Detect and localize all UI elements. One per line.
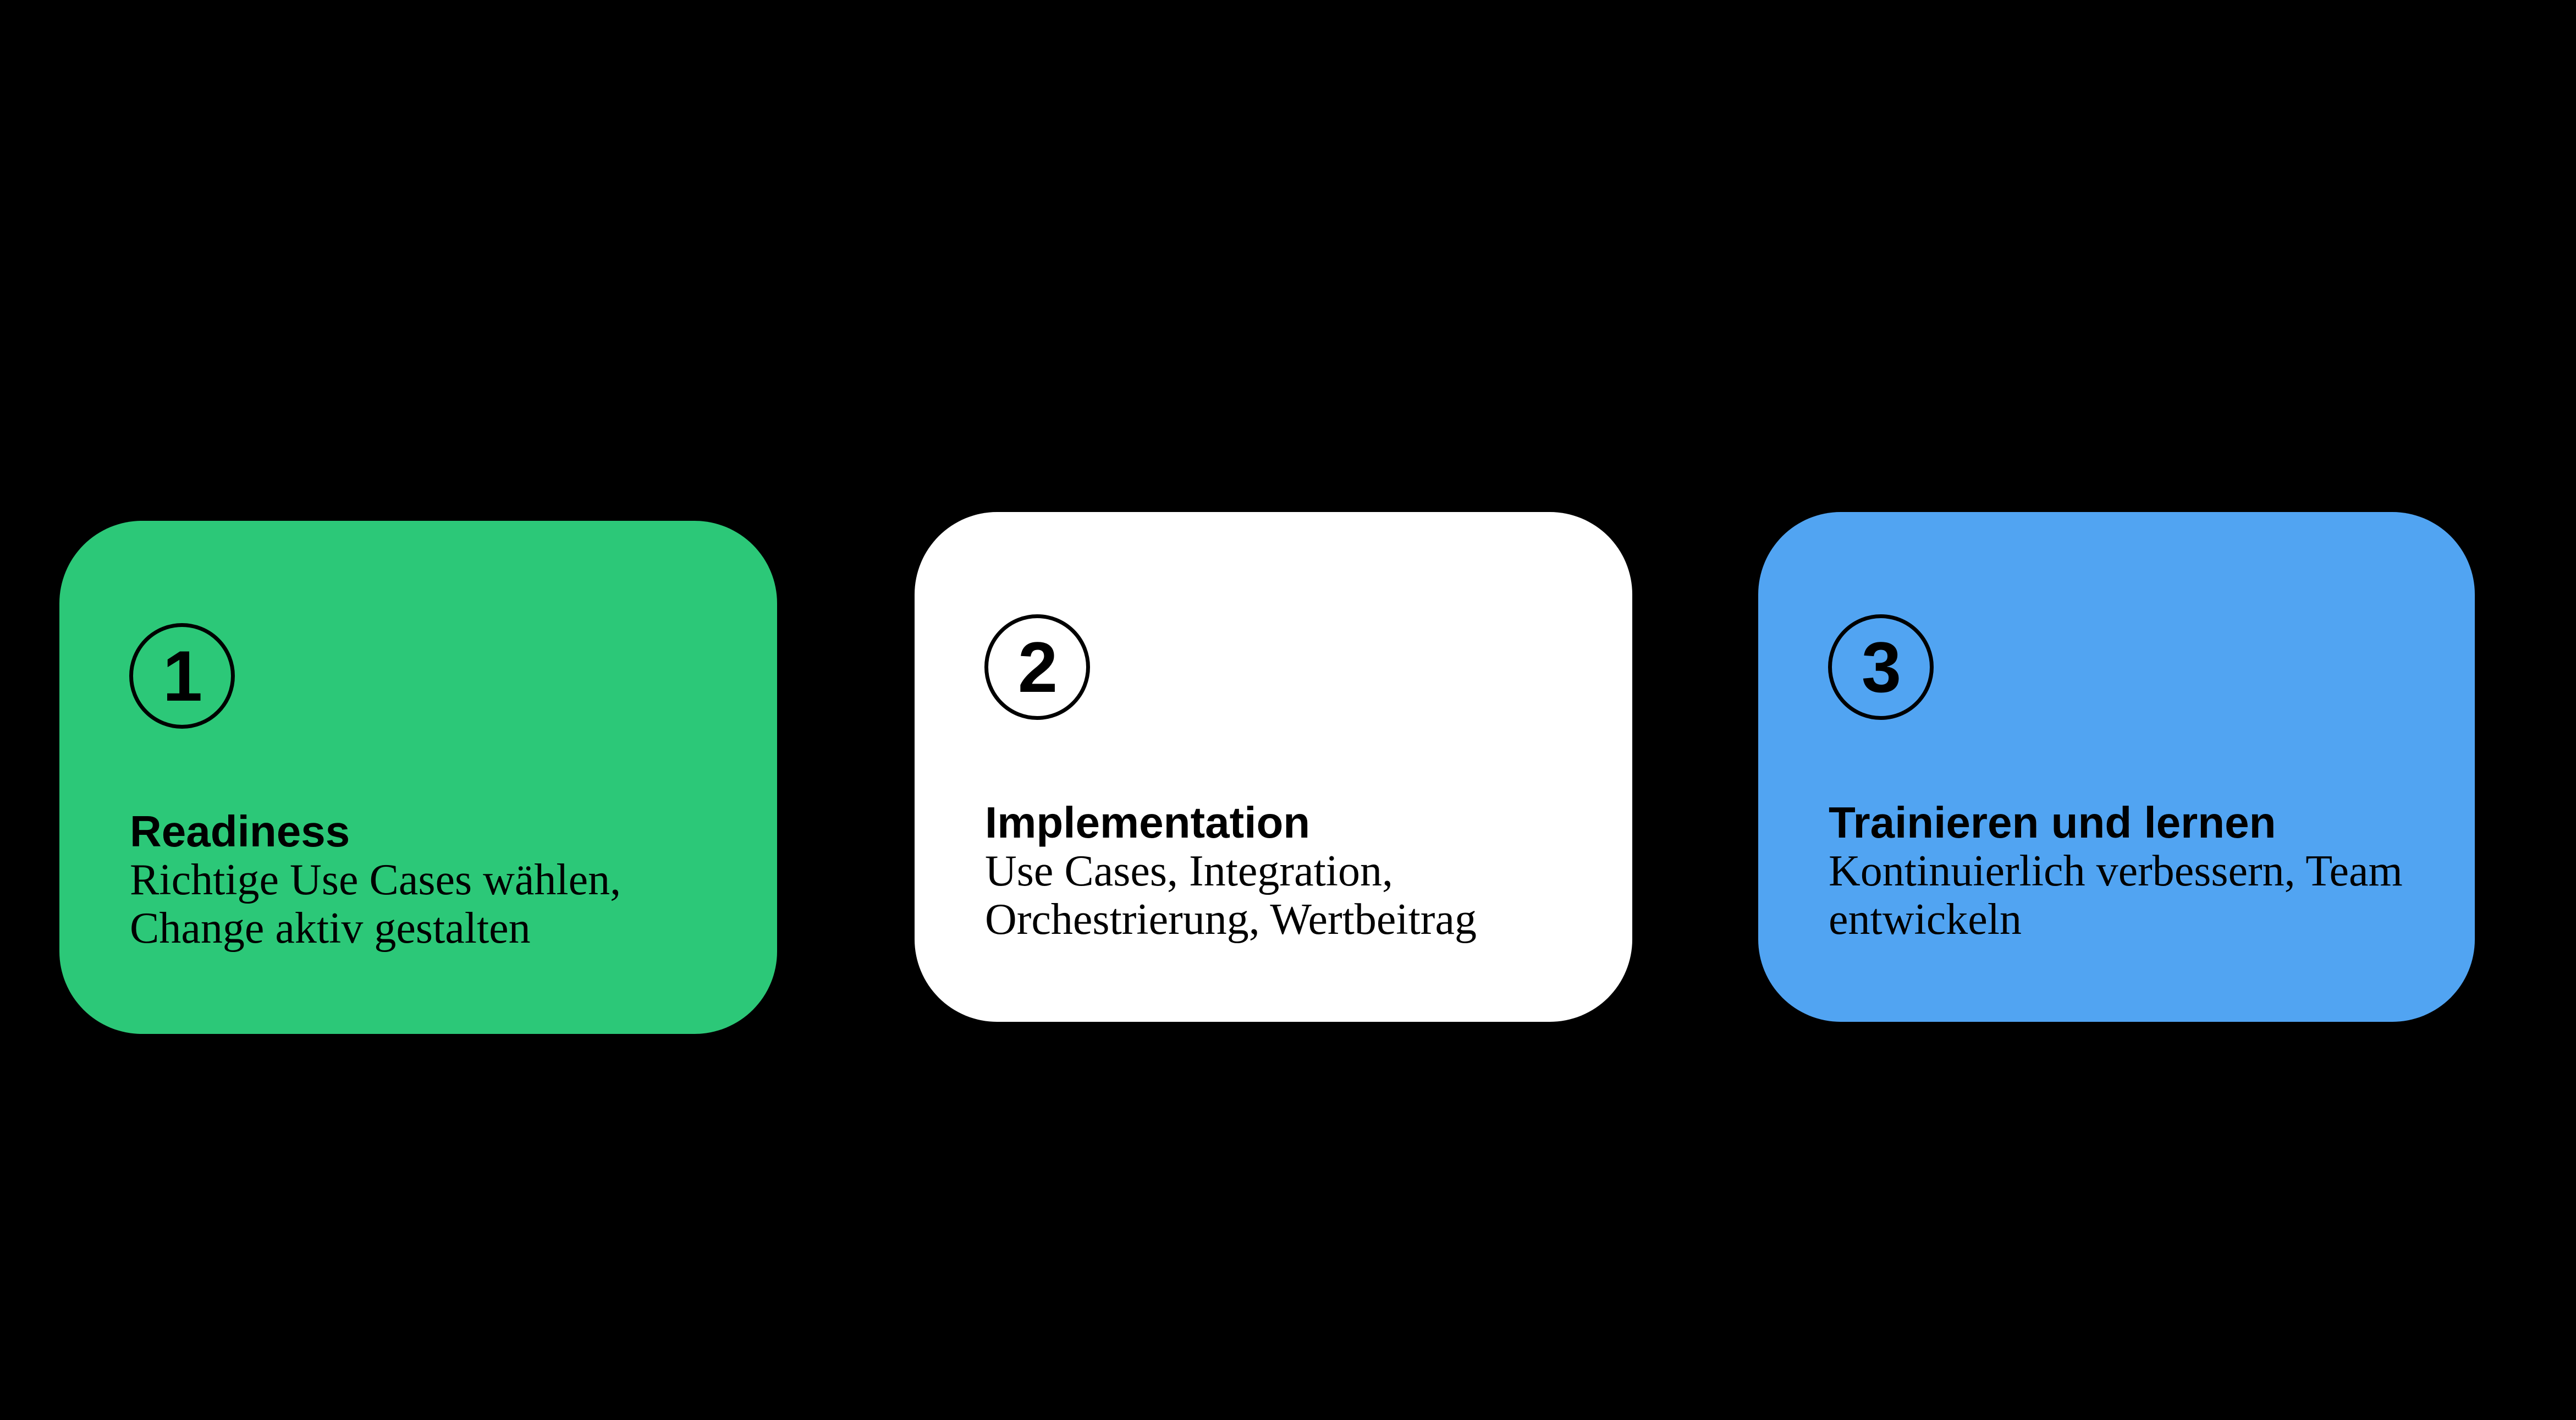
step-number: 2 [1017,627,1058,707]
step-title: Trainieren und lernen [1829,798,2276,847]
step-description: Kontinuierlich verbessern, Team entwicke… [1829,847,2403,944]
step-title: Readiness [130,807,350,856]
step-text-block: Trainieren und lernen Kontinuierlich ver… [1829,799,2453,944]
step-text-block: Implementation Use Cases, Integration, O… [985,799,1610,944]
step-card-trainieren-und-lernen: 3 Trainieren und lernen Kontinuierlich v… [1758,512,2475,1022]
step-number: 1 [162,636,202,716]
step-number: 3 [1861,627,1901,707]
step-description: Use Cases, Integration, Orchestrierung, … [985,847,1477,944]
step-card-readiness: 1 Readiness Richtige Use Cases wählen, C… [59,521,777,1034]
step-number-badge: 3 [1828,614,1934,720]
step-description: Richtige Use Cases wählen, Change aktiv … [130,856,621,953]
step-number-badge: 1 [129,623,235,729]
step-number-badge: 2 [984,614,1090,720]
step-text-block: Readiness Richtige Use Cases wählen, Cha… [130,807,755,953]
step-card-implementation: 2 Implementation Use Cases, Integration,… [915,512,1632,1022]
step-title: Implementation [985,798,1311,847]
